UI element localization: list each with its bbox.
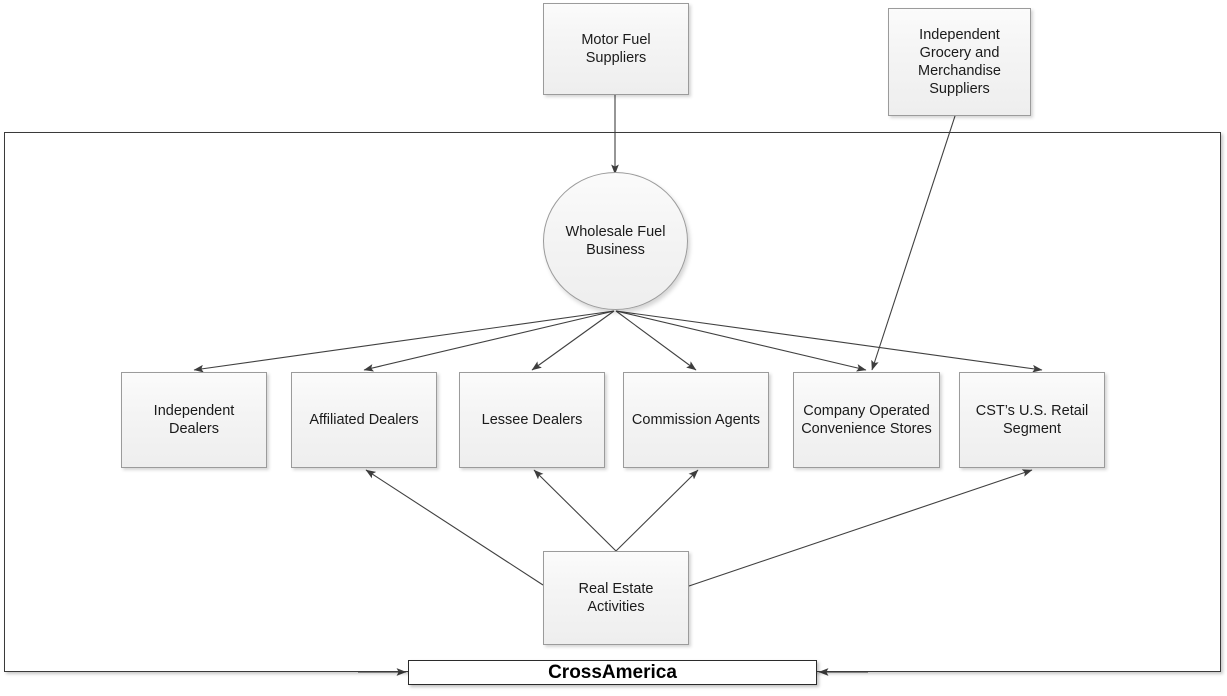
node-label-wholesale-fuel-business: Wholesale Fuel Business	[565, 223, 666, 258]
node-crossamerica[interactable]: CrossAmerica	[408, 660, 817, 685]
node-label-cst-us-retail-segment: CST’s U.S. Retail Segment	[975, 402, 1089, 437]
node-independent-grocery-suppliers[interactable]: Independent Grocery and Merchandise Supp…	[888, 8, 1031, 116]
node-label-lessee-dealers: Lessee Dealers	[481, 411, 583, 428]
node-company-operated-convenience-stores[interactable]: Company Operated Convenience Stores	[793, 372, 940, 468]
node-label-independent-dealers: Independent Dealers	[153, 402, 235, 437]
node-independent-dealers[interactable]: Independent Dealers	[121, 372, 267, 468]
node-label-company-operated-convenience-stores: Company Operated Convenience Stores	[801, 402, 932, 437]
node-label-independent-grocery-suppliers: Independent Grocery and Merchandise Supp…	[917, 26, 1001, 98]
node-real-estate-activities[interactable]: Real Estate Activities	[543, 551, 689, 645]
node-label-crossamerica: CrossAmerica	[548, 661, 677, 683]
node-label-real-estate-activities: Real Estate Activities	[578, 580, 654, 615]
node-lessee-dealers[interactable]: Lessee Dealers	[459, 372, 605, 468]
node-cst-us-retail-segment[interactable]: CST’s U.S. Retail Segment	[959, 372, 1105, 468]
node-affiliated-dealers[interactable]: Affiliated Dealers	[291, 372, 437, 468]
node-wholesale-fuel-business[interactable]: Wholesale Fuel Business	[543, 172, 688, 310]
node-label-motor-fuel-suppliers: Motor Fuel Suppliers	[581, 31, 651, 66]
node-commission-agents[interactable]: Commission Agents	[623, 372, 769, 468]
node-label-affiliated-dealers: Affiliated Dealers	[309, 411, 419, 428]
node-label-commission-agents: Commission Agents	[631, 411, 761, 428]
node-motor-fuel-suppliers[interactable]: Motor Fuel Suppliers	[543, 3, 689, 95]
